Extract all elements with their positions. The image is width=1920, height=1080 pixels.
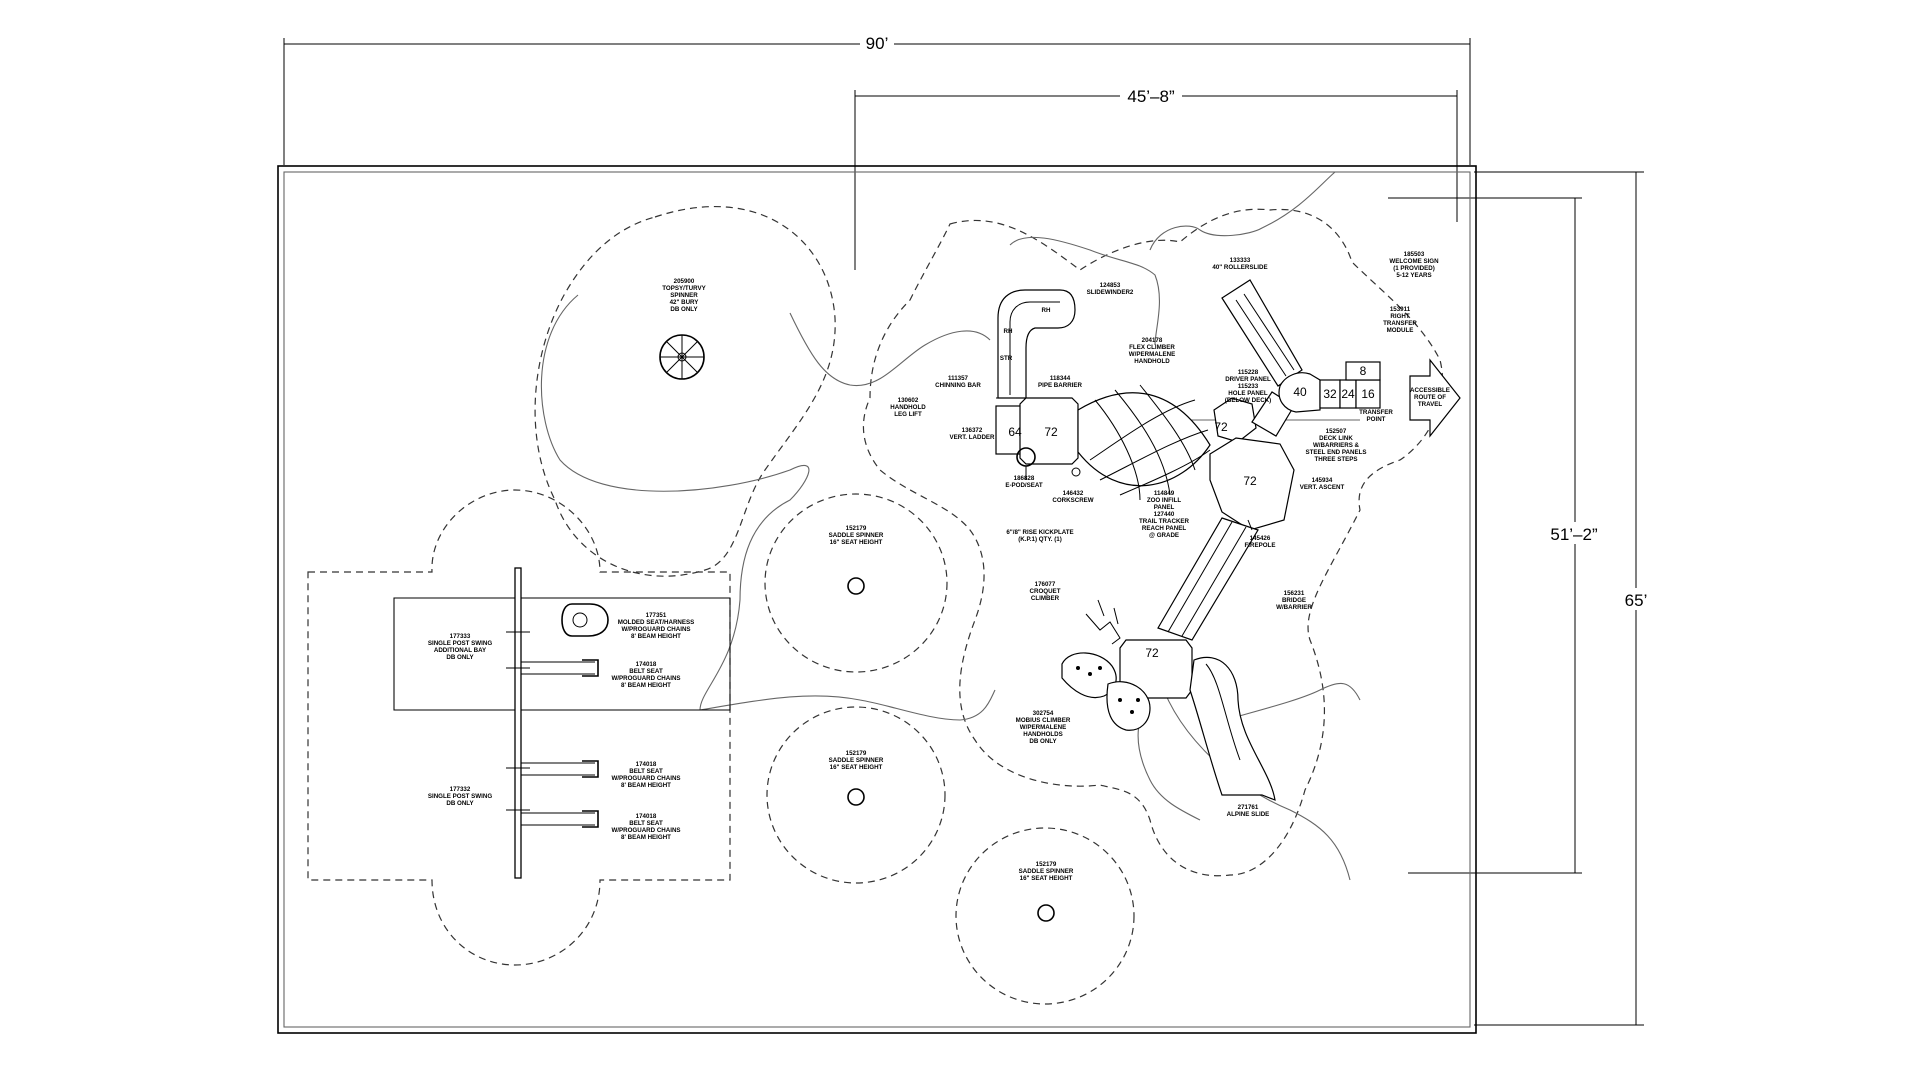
croquet-climber xyxy=(1085,599,1121,645)
step-8 xyxy=(1345,361,1381,381)
belt-seat-swing-3 xyxy=(521,810,599,828)
alpine-slide xyxy=(1189,656,1276,801)
firepole xyxy=(1247,519,1253,531)
deck-number-24: 24 xyxy=(1341,387,1355,401)
topsy-turvy-spinner xyxy=(659,334,705,380)
saddle-spinner-1 xyxy=(847,577,865,595)
structure-width-dimension: 45’–8” xyxy=(1127,87,1175,106)
deck-72-hex xyxy=(1209,437,1295,531)
slide-mark-str: STR xyxy=(1000,355,1013,362)
molded-seat-swing xyxy=(561,603,609,637)
belt-seat-swing-1 xyxy=(521,659,599,677)
accessible-route-arrow xyxy=(1409,358,1461,438)
dimension-lines xyxy=(283,38,1644,1026)
deck-number-72-hex: 72 xyxy=(1243,474,1257,488)
structure-depth-dimension: 51’–2” xyxy=(1550,525,1598,544)
label-kickplate: 6"/8" RISE KICKPLATE(K.P.1) QTY. (1) xyxy=(1006,529,1073,543)
swing-beam xyxy=(506,567,530,879)
play-structure xyxy=(995,279,1461,801)
deck-number-32: 32 xyxy=(1323,387,1337,401)
deck-number-72-bottom: 72 xyxy=(1145,646,1159,660)
slide-mark-rh-2: RH xyxy=(1004,328,1013,335)
slide-mark-rh: RH xyxy=(1042,307,1051,314)
deck-number-72-square: 72 xyxy=(1044,425,1058,439)
net-climber xyxy=(1077,392,1211,487)
saddle-spinner-2 xyxy=(847,788,865,806)
accessible-path-outline xyxy=(393,171,1361,881)
deck-number-16: 16 xyxy=(1361,387,1375,401)
deck-72-square xyxy=(1019,397,1079,465)
site-boundary xyxy=(277,165,1477,1034)
deck-72-hex-top xyxy=(1213,397,1257,443)
use-zones xyxy=(307,206,1444,1005)
deck-72-bottom xyxy=(1119,639,1193,699)
swing-area xyxy=(393,597,731,711)
belt-seat-swing-2 xyxy=(521,760,599,778)
step-16 xyxy=(1355,379,1381,409)
saddle-spinner-3 xyxy=(1037,904,1055,922)
overall-depth-dimension: 65’ xyxy=(1625,591,1648,610)
overall-width-dimension: 90’ xyxy=(866,34,889,53)
deck-number-8: 8 xyxy=(1360,364,1367,378)
deck-number-64: 64 xyxy=(1008,425,1022,439)
deck-number-72-hex-top: 72 xyxy=(1214,420,1228,434)
deck-height-numbers: 64 72 72 72 72 40 32 24 16 8 xyxy=(1008,364,1375,660)
deck-number-40: 40 xyxy=(1293,385,1307,399)
slide-marks: RH RH STR xyxy=(1000,307,1051,362)
rollerslide xyxy=(1221,279,1303,387)
slidewinder-slide xyxy=(997,289,1076,399)
